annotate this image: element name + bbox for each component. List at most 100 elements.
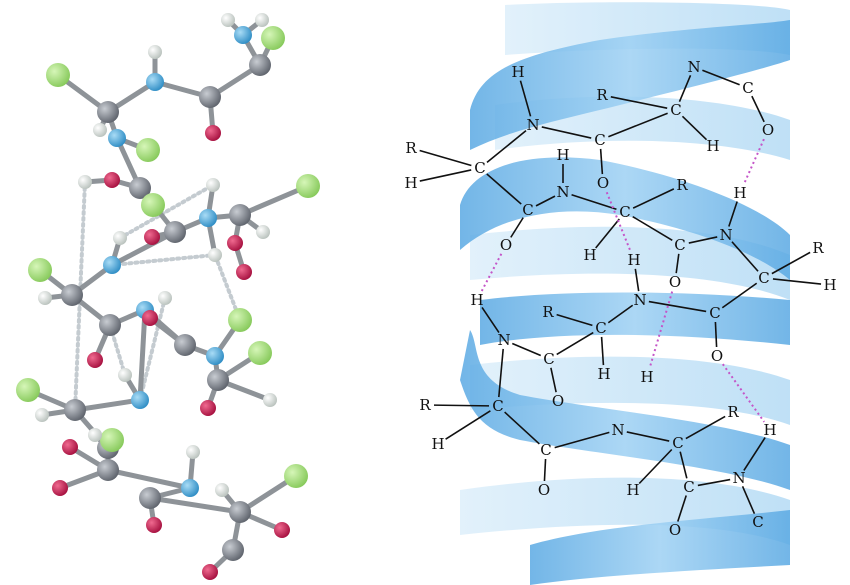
hydrogen-label: H (470, 291, 483, 309)
backbone-bond (648, 300, 707, 313)
backbone-bond (610, 96, 668, 109)
backbone-bond (519, 80, 532, 117)
hydrogen-atom (35, 408, 49, 422)
backbone-bond (675, 253, 680, 274)
backbone-bond (751, 95, 765, 123)
carbon-atom (97, 101, 119, 123)
r-group-label: R (812, 239, 824, 257)
hydrogen-atom (93, 123, 107, 137)
oxygen-atom (104, 172, 120, 188)
ribbon-back-segment (470, 226, 790, 300)
carbon-atom (229, 501, 251, 523)
backbone-bond (688, 236, 718, 244)
oxygen-atom (142, 310, 158, 326)
backbone-bond (608, 112, 668, 138)
carbon-atom (174, 334, 196, 356)
carbon-label: C (492, 397, 503, 415)
hydrogen-bond (118, 183, 215, 240)
nitrogen-atom (234, 26, 252, 44)
nitrogen-atom (181, 479, 199, 497)
oxygen-atom (200, 400, 216, 416)
carbon-atom (61, 284, 83, 306)
r-group-label: R (596, 86, 608, 104)
covalent-bond (105, 467, 193, 491)
carbon-label: C (683, 478, 694, 496)
hydrogen-label: H (404, 174, 417, 192)
oxygen-atom (52, 480, 68, 496)
nitrogen-atom (146, 73, 164, 91)
carbon-label: C (742, 79, 753, 97)
backbone-bond (433, 404, 490, 407)
backbone-bond (632, 215, 673, 242)
carbon-label: C (543, 350, 554, 368)
backbone-bond (556, 313, 593, 327)
ball-and-stick-model (16, 13, 320, 580)
ribbon-front-segment (480, 292, 790, 345)
oxygen-atom (205, 125, 221, 141)
nitrogen-atom (108, 129, 126, 147)
backbone-bond (510, 217, 524, 238)
oxygen-atom (146, 517, 162, 533)
backbone-bond (541, 126, 592, 139)
hydrogen-bond (605, 191, 632, 252)
backbone-bond (445, 410, 491, 440)
covalent-bond (237, 183, 311, 218)
hydrogen-label: H (706, 137, 719, 155)
r-group-atom (100, 428, 124, 452)
backbone-bond (419, 149, 472, 167)
backbone-bond (543, 458, 547, 482)
carbon-label: C (540, 441, 551, 459)
r-group-atom (296, 174, 320, 198)
hydrogen-label: H (556, 146, 569, 164)
r-group-atom (228, 308, 252, 332)
hydrogen-label: H (431, 435, 444, 453)
hydrogen-bond (138, 296, 167, 402)
r-group-atom (16, 378, 40, 402)
hydrogen-bond (480, 253, 503, 292)
carbon-label: C (758, 269, 769, 287)
hydrogen-atom (113, 231, 127, 245)
oxygen-atom (202, 564, 218, 580)
ribbon-front-segment (470, 20, 790, 150)
carbon-label: C (595, 319, 606, 337)
hydrogen-atom (88, 428, 102, 442)
nitrogen-atom (131, 391, 149, 409)
carbon-atom (99, 314, 121, 336)
hydrogen-atom (221, 13, 235, 27)
oxygen-label: O (669, 273, 681, 291)
backbone-bond (677, 495, 687, 522)
backbone-bond (721, 282, 758, 309)
backbone-bond (634, 268, 640, 292)
backbone-bond (600, 336, 605, 366)
oxygen-atom (62, 439, 78, 455)
carbon-atom (97, 459, 119, 481)
backbone-bond (626, 431, 670, 442)
ribbon-front-faces (460, 20, 790, 585)
oxygen-atom (274, 522, 290, 538)
covalent-bond (147, 495, 243, 515)
ribbon-back-segment (470, 356, 790, 425)
carbon-label: C (670, 101, 681, 119)
nitrogen-label: N (556, 183, 569, 201)
backbone-bond (486, 173, 522, 205)
hydrogen-bond (648, 291, 674, 368)
oxygen-atom (227, 235, 243, 251)
hydrogen-atom (208, 248, 222, 262)
hydrogen-label: H (733, 184, 746, 202)
hydrogen-atom (118, 368, 132, 382)
nitrogen-label: N (497, 331, 510, 349)
r-group-atom (261, 26, 285, 50)
carbon-label: C (752, 513, 763, 531)
backbone-bond (599, 148, 604, 175)
nitrogen-atom (199, 209, 217, 227)
nitrogen-atom (206, 347, 224, 365)
r-group-label: R (405, 139, 417, 157)
hydrogen-atom (186, 445, 200, 459)
carbon-atom (64, 399, 86, 421)
hydrogen-label: H (640, 368, 653, 386)
carbon-atom (164, 221, 186, 243)
backbone-bond (556, 331, 594, 356)
nitrogen-label: N (732, 469, 745, 487)
